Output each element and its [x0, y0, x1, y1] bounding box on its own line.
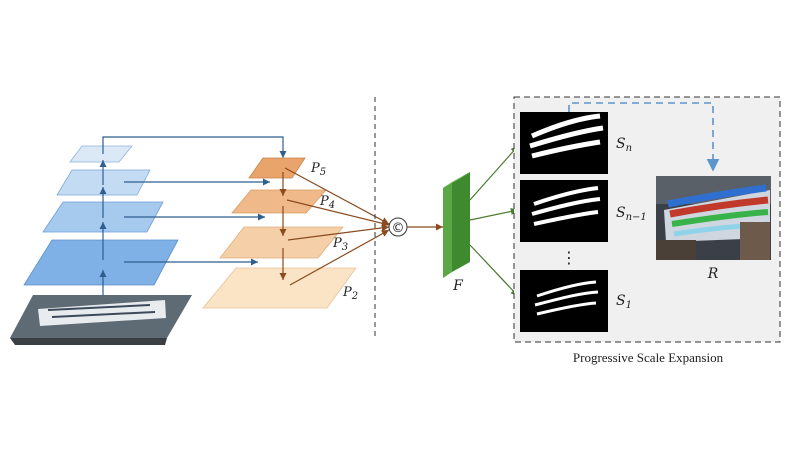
label-sn: Sn: [616, 136, 632, 154]
label-p4: P4: [319, 194, 335, 211]
label-sn1: Sn−1: [616, 205, 647, 223]
concat-symbol: ©: [392, 221, 405, 236]
input-image: [10, 295, 192, 345]
feature-map-f: [443, 172, 470, 278]
f-to-s-arrows: [469, 145, 519, 297]
ellipsis-dots: ⋮: [561, 248, 577, 267]
label-f: F: [452, 278, 464, 294]
backbone-pyramid: [10, 136, 287, 345]
backbone-level-4: [69, 145, 133, 163]
fpn-level-p3: [219, 226, 344, 259]
kernel-map-sn: [520, 112, 608, 174]
result-image-r: [656, 176, 771, 260]
fpn-pyramid: [202, 157, 357, 309]
label-s1: S1: [616, 293, 632, 311]
label-p5: P5: [310, 161, 326, 178]
label-r: R: [707, 266, 719, 282]
pse-caption: Progressive Scale Expansion: [573, 350, 724, 365]
label-p2: P2: [342, 285, 358, 302]
fpn-level-p5: [248, 157, 306, 179]
label-p3: P3: [332, 236, 348, 253]
fpn-level-p2: [202, 267, 357, 309]
backbone-level-1: [23, 239, 179, 286]
kernel-map-s1: [520, 270, 608, 332]
expansion-arrow: [568, 102, 720, 172]
kernel-map-sn1: [520, 180, 608, 242]
fpn-level-p4: [231, 189, 327, 214]
fusion-arrows: [284, 167, 390, 286]
